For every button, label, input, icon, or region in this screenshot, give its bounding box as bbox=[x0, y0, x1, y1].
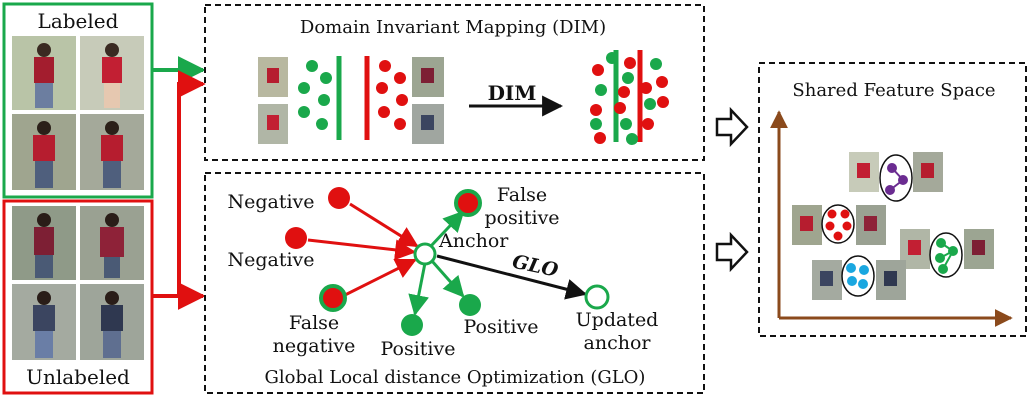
dim-arrow-label: DIM bbox=[488, 81, 537, 105]
labeled-photos bbox=[12, 36, 144, 190]
labeled-panel: Labeled bbox=[2, 2, 154, 199]
glo-title: Global Local distance Optimization (GLO) bbox=[265, 367, 646, 388]
positive-label-bottom: Positive bbox=[381, 338, 456, 360]
person-photo-icon bbox=[80, 36, 144, 110]
unlabeled-photos bbox=[12, 206, 144, 360]
dim-before-group bbox=[258, 56, 444, 144]
input-connectors bbox=[152, 56, 206, 310]
person-photo-icon bbox=[964, 229, 994, 269]
arrow-outline-icon bbox=[715, 231, 749, 273]
unlabeled-to-dim-arrow bbox=[152, 70, 206, 298]
person-photo-icon bbox=[258, 104, 288, 144]
dim-box: Domain Invariant Mapping (DIM) bbox=[204, 4, 705, 161]
person-photo-icon bbox=[12, 114, 76, 190]
person-photo-icon bbox=[412, 104, 444, 144]
axis-arrow-icon bbox=[770, 110, 1013, 327]
person-photo-icon bbox=[12, 284, 76, 360]
person-photo-icon bbox=[856, 205, 886, 245]
positive-node bbox=[459, 294, 481, 316]
person-photo-icon bbox=[12, 206, 76, 280]
person-photo-icon bbox=[80, 284, 144, 360]
glo-edges bbox=[307, 202, 588, 317]
labeled-title: Labeled bbox=[38, 9, 119, 33]
person-photo-icon bbox=[792, 205, 822, 245]
person-photo-icon bbox=[849, 152, 879, 192]
person-photo-icon bbox=[12, 36, 76, 110]
person-photo-icon bbox=[913, 152, 943, 192]
anchor-node bbox=[413, 242, 437, 266]
positive-label-right: Positive bbox=[464, 316, 539, 338]
positive-node bbox=[401, 314, 423, 336]
purple-cluster bbox=[849, 152, 943, 202]
green-cluster bbox=[900, 229, 994, 278]
negative-label-top: Negative bbox=[227, 191, 314, 213]
false-positive-node bbox=[454, 189, 482, 217]
glo-box: Negative Negative False positive Anchor … bbox=[204, 172, 705, 394]
red-cluster bbox=[792, 204, 886, 245]
dim-after-group bbox=[590, 50, 669, 145]
glo-arrow bbox=[436, 254, 588, 300]
updated-anchor-label-line2: anchor bbox=[584, 332, 652, 354]
cyan-cluster bbox=[812, 255, 906, 300]
negative-label-mid: Negative bbox=[227, 249, 314, 271]
person-photo-icon bbox=[80, 206, 144, 280]
false-positive-label-line1: False bbox=[497, 184, 547, 206]
negative-node bbox=[285, 227, 307, 249]
negative-node bbox=[328, 187, 350, 209]
person-photo-icon bbox=[876, 260, 906, 300]
person-photo-icon bbox=[80, 114, 144, 190]
shared-feature-space-box: Shared Feature Space bbox=[758, 62, 1027, 337]
false-negative-label-line1: False bbox=[289, 312, 339, 334]
person-photo-icon bbox=[258, 57, 288, 97]
green-cluster bbox=[298, 60, 332, 130]
person-photo-icon bbox=[812, 260, 842, 300]
glo-nodes bbox=[285, 187, 610, 336]
shared-title: Shared Feature Space bbox=[792, 80, 995, 101]
anchor-label: Anchor bbox=[438, 230, 509, 252]
unlabeled-title: Unlabeled bbox=[26, 365, 130, 389]
person-photo-icon bbox=[412, 57, 444, 97]
updated-anchor-label-line1: Updated bbox=[576, 309, 659, 331]
updated-anchor-node bbox=[584, 284, 610, 310]
dim-title: Domain Invariant Mapping (DIM) bbox=[300, 17, 606, 38]
arrow-outline-icon bbox=[715, 106, 749, 148]
unlabeled-panel: Unlabeled bbox=[2, 199, 154, 395]
false-negative-label-line2: negative bbox=[273, 335, 356, 357]
false-positive-label-line2: positive bbox=[484, 207, 559, 229]
red-cluster bbox=[376, 60, 408, 130]
false-negative-node bbox=[319, 284, 347, 312]
